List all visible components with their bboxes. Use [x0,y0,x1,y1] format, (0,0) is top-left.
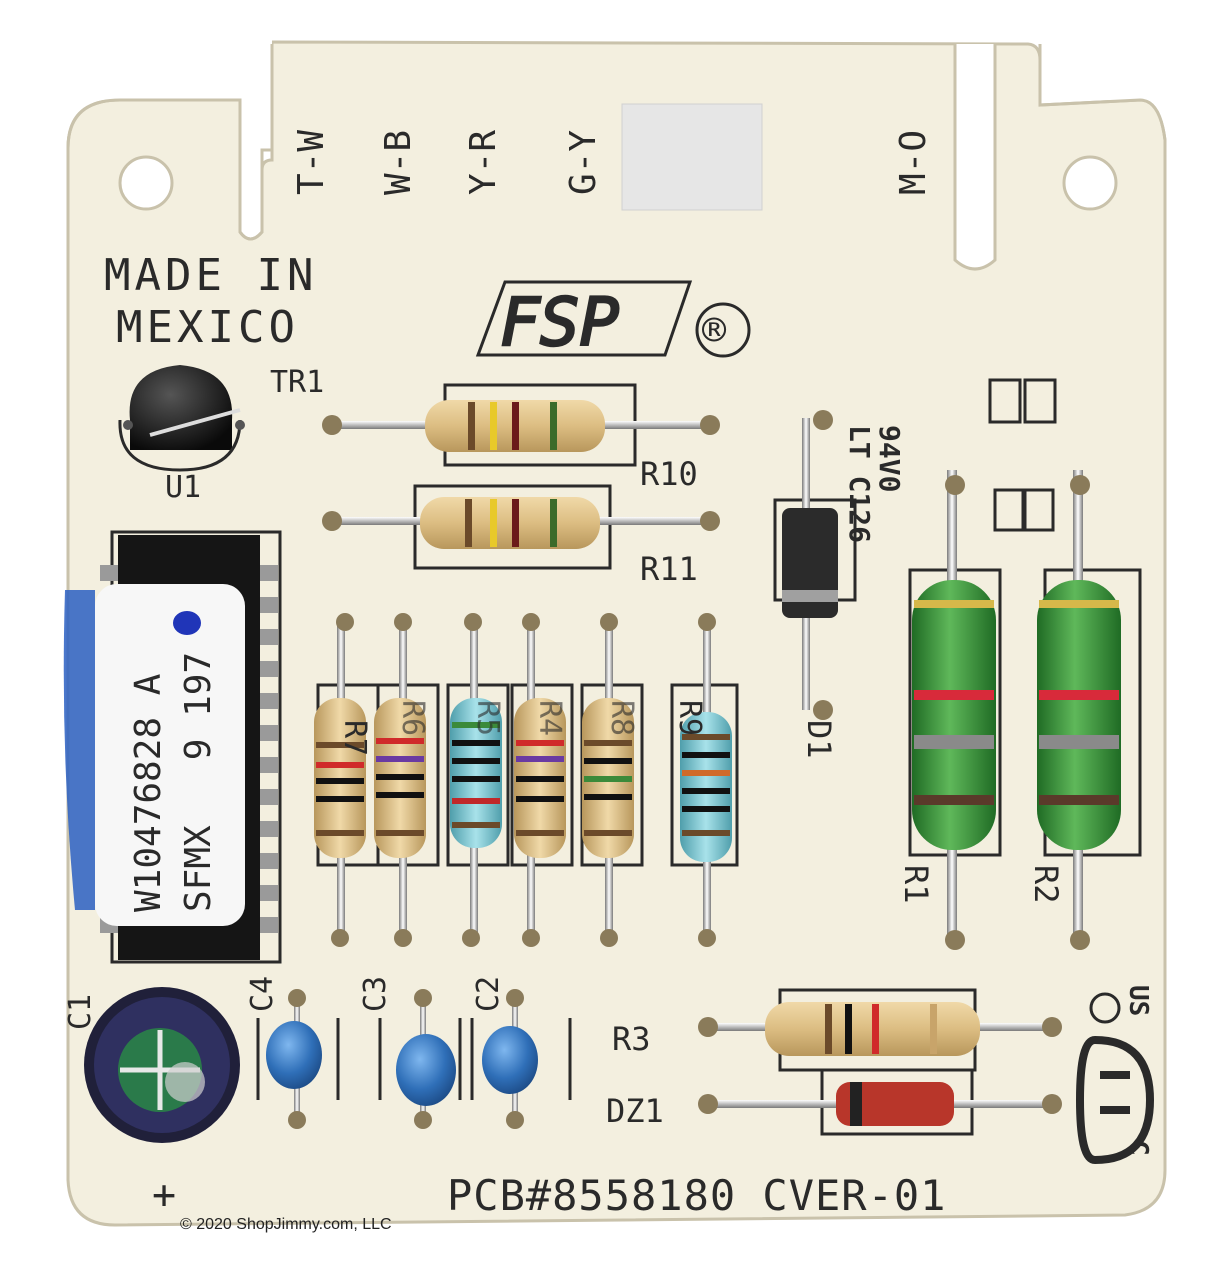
fsp-logo-text: FSP [500,284,619,361]
label-r8: R8 [604,700,639,736]
resistor-r3 [698,988,1062,1072]
capacitor-c4 [256,989,340,1129]
label-r11: R11 [640,550,698,588]
resistor-r2 [1037,470,1142,950]
label-c1: C1 [63,994,98,1030]
resistor-bank [314,613,739,947]
capacitor-c1 [84,987,240,1143]
transistor-tr1 [118,365,245,472]
ul-listing-mark: US C [1075,985,1155,1165]
zener-dz1 [698,1068,1062,1136]
chip-label-sticker [95,584,245,926]
registered-mark: ® [702,308,727,354]
label-dz1: DZ1 [606,1092,664,1130]
connector-label-tw: T-W [291,130,332,195]
capacitor-c3 [378,989,462,1129]
ul-marking-line2: LT C126 [843,425,876,543]
connector-label-mo: M-O [893,130,934,195]
connector-labels: T-W W-B Y-R G-Y M-O [291,130,934,195]
resistor-r11 [322,484,720,570]
label-c2: C2 [471,976,506,1012]
label-c3: C3 [358,976,393,1012]
connector-label-wb: W-B [378,130,419,195]
fsp-logo: FSP ® [475,280,751,362]
polarity-plus: + [152,1172,176,1218]
resistor-r10 [322,383,720,467]
copyright-watermark: © 2020 ShopJimmy.com, LLC [180,1216,392,1233]
chip-label-line1: W10476828 A [128,673,169,912]
label-r5: R5 [470,700,505,736]
made-in-line2: MEXICO [116,302,299,353]
label-r10: R10 [640,455,698,493]
label-r1: R1 [897,865,935,904]
label-d1: D1 [800,720,838,759]
date-code-marks [988,378,1057,532]
resistor-r1 [908,470,1002,950]
ul-mark-suffix: US [1123,985,1153,1016]
label-r3: R3 [612,1020,651,1058]
label-tr1: TR1 [270,365,324,400]
label-r4: R4 [532,700,567,736]
mount-hole-right [1062,155,1118,211]
label-u1: U1 [165,470,201,505]
label-r9: R9 [672,700,707,736]
diode-d1 [773,410,857,720]
label-r7: R7 [337,720,372,756]
label-r6: R6 [395,700,430,736]
ul-marking-line1: 94V0 [873,425,906,492]
blank-sticker [621,103,763,211]
made-in-line1: MADE IN [104,250,317,301]
right-notch [955,44,995,269]
capacitor-c2 [470,989,572,1129]
ic-chip: W10476828 A SFMX 9 197 [63,530,282,964]
mount-hole-left [118,155,174,211]
pcb-number: PCB#8558180 CVER-01 [447,1171,946,1220]
connector-label-yr: Y-R [463,130,504,195]
ul-mark-prefix: C [1123,1140,1153,1156]
label-c4: C4 [245,976,280,1012]
chip-label-line2: SFMX 9 197 [178,652,219,912]
label-r2: R2 [1027,865,1065,904]
connector-label-gy: G-Y [563,130,604,195]
